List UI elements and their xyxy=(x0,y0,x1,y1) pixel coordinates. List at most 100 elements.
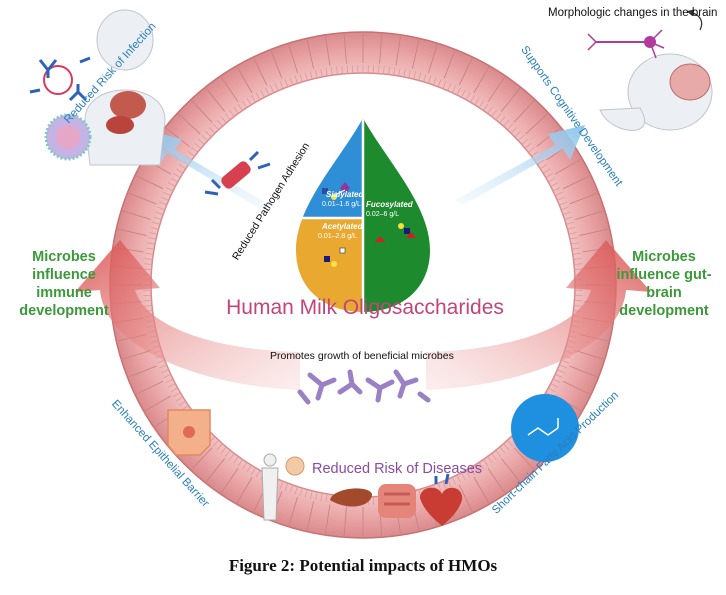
ring-cell-divider xyxy=(143,395,171,412)
ring-cell-divider xyxy=(569,192,599,205)
ring-cell-nucleus xyxy=(351,42,357,48)
red-arrow-left xyxy=(75,240,300,390)
gut-brain-label: Microbes influence gut- brain developmen… xyxy=(606,248,722,320)
ring-microvillus xyxy=(478,100,484,108)
ring-cell-nucleus xyxy=(178,126,184,131)
ring-cell-nucleus xyxy=(248,70,254,76)
ring-microvillus xyxy=(566,221,574,225)
ring-microvillus xyxy=(279,481,284,489)
ring-microvillus xyxy=(550,182,558,187)
scfa-molecule-icon xyxy=(511,394,579,462)
immune-line-2: influence xyxy=(32,267,96,283)
ring-microvillus xyxy=(144,258,153,260)
epithelial-cell-icon xyxy=(167,409,211,456)
ring-cell-nucleus xyxy=(405,46,410,52)
ring-cell-divider xyxy=(555,158,583,175)
ring-cell-nucleus xyxy=(572,170,578,176)
ring-microvillus xyxy=(289,77,294,86)
ring-microvillus xyxy=(510,127,517,134)
ring-microvillus xyxy=(161,369,169,374)
ring-cell-divider xyxy=(127,192,157,205)
ring-microvillus xyxy=(165,187,174,192)
ring-microvillus xyxy=(173,392,181,397)
ring-microvillus xyxy=(470,95,475,103)
ring-microvillus xyxy=(209,127,216,134)
ring-cell-nucleus xyxy=(587,203,592,208)
pathogen-adhesion-icon xyxy=(204,150,271,196)
ring-cell-divider xyxy=(562,380,592,396)
ring-microvillus xyxy=(170,177,178,183)
ring-microvillus xyxy=(146,247,155,250)
ring-microvillus xyxy=(408,70,411,79)
ring-microvillus xyxy=(224,450,231,457)
ring-cell-divider xyxy=(487,75,506,102)
ring-microvillus xyxy=(260,90,265,98)
ring-microvillus xyxy=(346,65,349,74)
ring-microvillus xyxy=(423,74,427,82)
immune-line-3: immune xyxy=(36,285,92,301)
ring-cell-divider xyxy=(575,350,605,361)
ring-cell-divider xyxy=(458,56,474,86)
ring-cell-nucleus xyxy=(134,203,139,208)
ring-cell-nucleus xyxy=(422,514,428,520)
ring-cell-nucleus xyxy=(387,521,393,526)
virus-icon xyxy=(44,113,92,161)
ring-microvillus xyxy=(559,364,567,369)
ring-cell-divider xyxy=(116,228,147,237)
ring-cell-divider xyxy=(127,365,157,378)
ring-microvillus xyxy=(274,83,279,91)
ring-microvillus xyxy=(178,164,186,170)
ring-cell-divider xyxy=(134,380,164,396)
gut-line-2: influence gut- xyxy=(616,267,712,283)
ring-microvillus xyxy=(157,206,165,211)
ring-cell-divider xyxy=(536,126,562,147)
ring-cell-nucleus xyxy=(140,186,146,192)
ring-microvillus xyxy=(573,263,583,265)
ring-microvillus xyxy=(152,221,160,225)
ring-cell-nucleus xyxy=(233,79,238,84)
ring-microvillus xyxy=(242,100,248,108)
ring-microvillus xyxy=(173,173,181,178)
bacteria-cluster-icon xyxy=(285,456,305,476)
ring-cell-divider xyxy=(190,99,213,123)
ring-microvillus xyxy=(251,467,256,475)
ring-microvillus xyxy=(548,387,556,393)
ring-cell-nucleus xyxy=(248,494,254,500)
ring-cell-divider xyxy=(204,86,225,112)
ring-cell-nucleus xyxy=(233,486,238,491)
ring-microvillus xyxy=(320,69,323,78)
ring-microvillus xyxy=(181,405,189,411)
acetylated-label: Acetylated 0.01–2.8 g/L xyxy=(318,222,362,242)
ring-microvillus xyxy=(574,268,583,271)
ring-cell-nucleus xyxy=(387,44,393,49)
ring-microvillus xyxy=(299,488,303,496)
ring-microvillus xyxy=(487,106,493,114)
ring-cell-nucleus xyxy=(503,475,508,481)
liver-icon xyxy=(330,488,372,507)
ring-cell-nucleus xyxy=(281,56,286,61)
ring-cell-nucleus xyxy=(281,509,286,514)
center-title: Human Milk Oligosaccharides xyxy=(226,296,504,319)
ring-cell-nucleus xyxy=(148,394,154,400)
ring-microvillus xyxy=(568,231,577,235)
ring-microvillus xyxy=(503,443,510,450)
ring-microvillus xyxy=(309,71,313,80)
immune-development-label: Microbes influence immune development xyxy=(8,248,120,320)
ring-cell-nucleus xyxy=(472,70,478,76)
ring-cell-nucleus xyxy=(580,186,586,192)
ring-microvillus xyxy=(570,242,579,245)
ring-microvillus xyxy=(561,206,569,211)
ring-cell-nucleus xyxy=(298,514,304,520)
ring-microvillus xyxy=(161,196,169,201)
infant-illustration xyxy=(84,9,166,166)
ring-cell-divider xyxy=(252,56,268,86)
ring-microvillus xyxy=(289,484,294,493)
immune-line-1: Microbes xyxy=(32,249,96,265)
ring-microvillus xyxy=(461,90,466,98)
ring-microvillus xyxy=(574,299,583,302)
reduced-diseases-label: Reduced Risk of Diseases xyxy=(312,461,483,477)
ring-microvillus xyxy=(524,142,532,149)
ring-cell-divider xyxy=(236,477,253,505)
ring-microvillus xyxy=(393,67,396,76)
ring-microvillus xyxy=(474,97,480,106)
